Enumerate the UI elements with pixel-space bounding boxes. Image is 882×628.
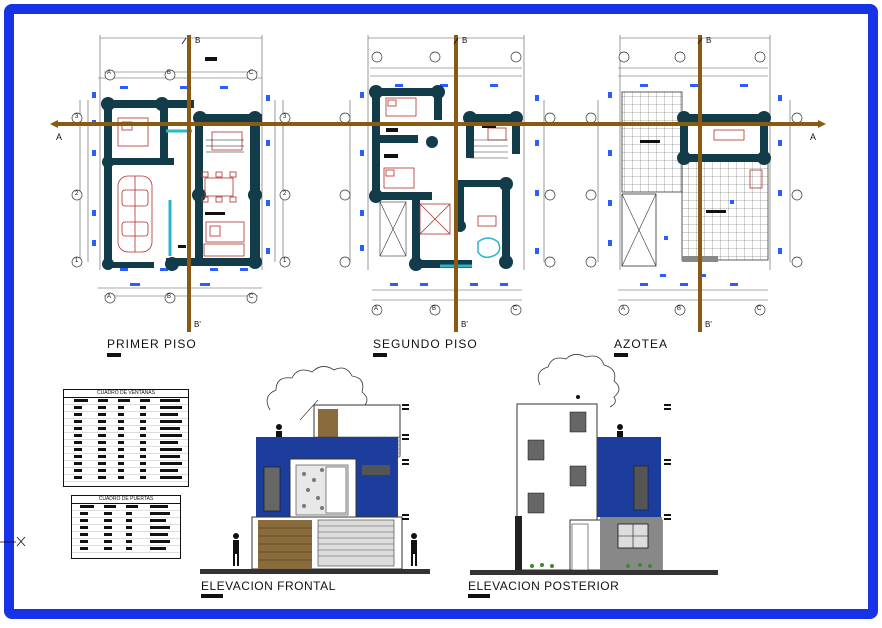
- doors-table: CUADRO DE PUERTAS: [71, 495, 181, 559]
- table-row: [72, 518, 180, 525]
- section-marker-b-top-2: B: [462, 36, 468, 45]
- table-row: [64, 412, 188, 419]
- section-marker-b-bottom-1: B': [194, 320, 201, 329]
- elevacion-frontal: [200, 366, 430, 574]
- grid-label: 2: [75, 191, 79, 197]
- table-row: [64, 468, 188, 475]
- scale-mark: [373, 353, 387, 357]
- grid-label: C: [249, 70, 254, 76]
- table-row: [64, 447, 188, 454]
- title-primer-piso: PRIMER PISO: [107, 337, 197, 351]
- table-row: [64, 433, 188, 440]
- table-row: [64, 461, 188, 468]
- grid-label: A: [374, 306, 379, 312]
- table-row: [64, 398, 188, 405]
- grid-label: 1: [75, 258, 79, 264]
- section-lines: [50, 35, 826, 332]
- scale-mark: [468, 594, 490, 598]
- windows-table: CUADRO DE VENTANAS: [63, 389, 189, 487]
- section-marker-a-right: A: [810, 132, 817, 142]
- windows-table-title: CUADRO DE VENTANAS: [64, 390, 188, 398]
- grid-label: 2: [283, 191, 287, 197]
- table-row: [72, 504, 180, 511]
- table-row: [64, 405, 188, 412]
- title-elevacion-frontal: ELEVACION FRONTAL: [201, 579, 336, 593]
- table-row: [64, 419, 188, 426]
- plan-azotea: [585, 35, 803, 316]
- grid-label: B: [167, 70, 172, 76]
- grid-label: A: [107, 294, 112, 300]
- title-segundo-piso: SEGUNDO PISO: [373, 337, 478, 351]
- table-row: [64, 454, 188, 461]
- table-row: [72, 546, 180, 553]
- grid-label: 1: [283, 258, 287, 264]
- table-row: [72, 532, 180, 539]
- table-row: [64, 440, 188, 447]
- plan-segundo-piso: [339, 35, 556, 316]
- grid-label: 3: [283, 114, 287, 120]
- grid-label: C: [513, 306, 518, 312]
- scale-mark: [201, 594, 223, 598]
- section-marker-b-bottom-3: B': [705, 320, 712, 329]
- grid-label: C: [249, 294, 254, 300]
- title-azotea: AZOTEA: [614, 337, 669, 351]
- scale-mark: [614, 353, 628, 357]
- table-row: [64, 426, 188, 433]
- section-marker-b-top-3: B: [706, 36, 712, 45]
- grid-label: B: [167, 294, 172, 300]
- section-marker-a-left: A: [56, 132, 63, 142]
- grid-label: B: [677, 306, 682, 312]
- grid-label: B: [432, 306, 437, 312]
- sheet-frame: [4, 4, 878, 619]
- table-row: [72, 539, 180, 546]
- section-marker-b-top-1: B: [195, 36, 201, 45]
- section-marker-b-bottom-2: B': [461, 320, 468, 329]
- grid-label: C: [757, 306, 762, 312]
- doors-table-title: CUADRO DE PUERTAS: [72, 496, 180, 504]
- grid-label: 3: [75, 114, 79, 120]
- grid-label: A: [621, 306, 626, 312]
- table-row: [72, 525, 180, 532]
- plan-primer-piso: [71, 35, 291, 304]
- table-row: [72, 511, 180, 518]
- title-elevacion-posterior: ELEVACION POSTERIOR: [468, 579, 620, 593]
- table-row: [64, 475, 188, 482]
- grid-label: A: [107, 70, 112, 76]
- elevacion-posterior: [470, 354, 718, 575]
- scale-mark: [107, 353, 121, 357]
